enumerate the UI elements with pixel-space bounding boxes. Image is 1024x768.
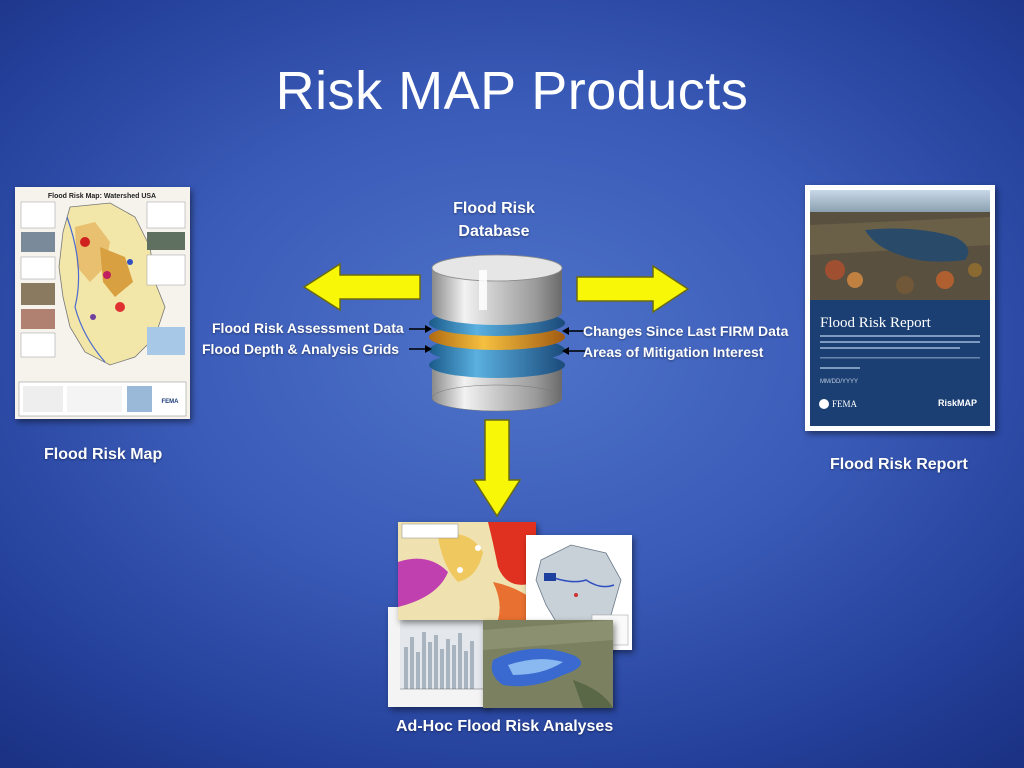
flood-risk-map-image: Flood Risk Map: Watershed USA FEMA xyxy=(15,187,190,419)
ad-hoc-analyses-collage xyxy=(388,522,634,708)
small-arrow-left-1 xyxy=(562,327,585,335)
arrow-left-to-map xyxy=(302,262,421,312)
database-title: Flood Risk Database xyxy=(432,197,556,243)
database-cylinder-icon xyxy=(429,254,565,412)
flood-risk-report-thumbnail: Flood Risk Report MM/DD/YYYY FEMA RiskMA… xyxy=(805,185,995,431)
analysis-flood-map-thumbnail xyxy=(398,522,536,620)
flood-risk-report-image: Flood Risk Report MM/DD/YYYY FEMA RiskMA… xyxy=(805,185,995,431)
report-cover-date: MM/DD/YYYY xyxy=(820,379,858,385)
flood-risk-map-label: Flood Risk Map xyxy=(44,446,163,463)
database-title-line2: Database xyxy=(458,223,530,240)
analysis-chart-thumbnail xyxy=(388,607,488,707)
input-label-risk-assessment: Flood Risk Assessment Data xyxy=(212,320,404,336)
fema-logo-text: FEMA xyxy=(162,399,180,405)
report-fema-logo: FEMA xyxy=(832,399,858,409)
map-thumb-title: Flood Risk Map: Watershed USA xyxy=(48,193,156,200)
database-title-line1: Flood Risk xyxy=(453,200,535,217)
arrow-down-to-analyses xyxy=(472,419,522,518)
analysis-flood-map-image xyxy=(398,522,536,620)
ad-hoc-analyses-label: Ad-Hoc Flood Risk Analyses xyxy=(396,718,614,735)
analysis-aerial-image xyxy=(483,620,613,708)
analysis-chart-image xyxy=(388,607,488,707)
arrow-right-to-report xyxy=(576,264,690,314)
report-riskmap-logo: RiskMAP xyxy=(938,398,977,408)
input-label-depth-grids: Flood Depth & Analysis Grids xyxy=(202,341,400,357)
input-label-mitigation: Areas of Mitigation Interest xyxy=(583,344,764,360)
small-arrow-right-1 xyxy=(409,325,432,333)
report-cover-title: Flood Risk Report xyxy=(820,315,932,331)
input-label-firm-changes: Changes Since Last FIRM Data xyxy=(583,323,789,339)
slide-title: Risk MAP Products xyxy=(275,61,749,121)
small-arrow-left-2 xyxy=(562,347,585,355)
analysis-aerial-thumbnail xyxy=(483,620,613,708)
flood-risk-map-thumbnail: Flood Risk Map: Watershed USA FEMA xyxy=(15,187,190,419)
small-arrow-right-2 xyxy=(409,345,432,353)
flood-risk-report-label: Flood Risk Report xyxy=(830,456,968,473)
